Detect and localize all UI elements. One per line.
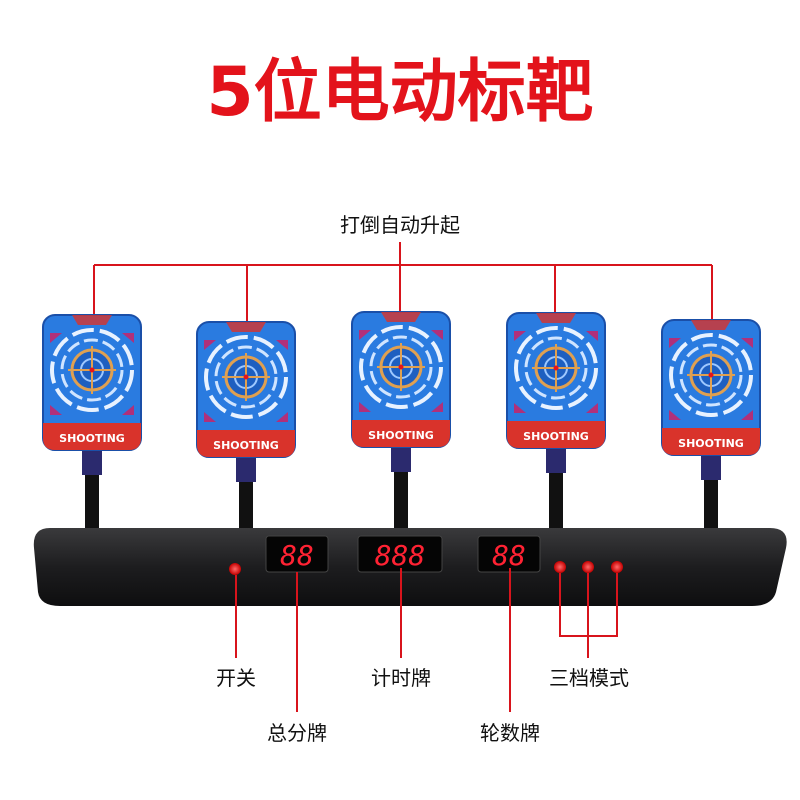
base: 88 888 88 [33,528,787,606]
target-face [195,320,297,544]
callout-total-score: 总分牌 [267,721,327,745]
callout-round-count: 轮数牌 [480,721,540,745]
target-label: SHOOTING [213,439,279,452]
page-title: 5位电动标靶 [206,53,593,132]
target-face [41,313,143,537]
target-label: SHOOTING [59,432,125,445]
mode-button-1[interactable] [554,561,566,573]
target: SHOOTING [195,320,297,544]
callout-auto-reset: 打倒自动升起 [340,213,460,237]
callout-lines-top [93,242,713,328]
target-face [505,311,607,535]
targets: SHOOTING SHOOTING SHOOTING SHOOTING SHOOTING [41,310,762,544]
target: SHOOTING [41,313,143,537]
rounds-display-digits: 88 [492,539,526,572]
callout-lines-bottom [235,568,618,712]
timer-display-digits: 888 [375,539,426,572]
mode-button-3[interactable] [611,561,623,573]
callout-power: 开关 [216,666,256,690]
target-face [660,318,762,542]
target-label: SHOOTING [523,430,589,443]
target: SHOOTING [350,310,452,534]
target: SHOOTING [505,311,607,535]
callout-three-modes: 三档模式 [549,666,629,690]
target-label: SHOOTING [368,429,434,442]
target-label: SHOOTING [678,437,744,450]
target: SHOOTING [660,318,762,542]
callout-timer: 计时牌 [371,666,431,690]
target-face [350,310,452,534]
score-display-digits: 88 [280,539,314,572]
mode-button-2[interactable] [582,561,594,573]
power-button[interactable] [229,563,241,575]
